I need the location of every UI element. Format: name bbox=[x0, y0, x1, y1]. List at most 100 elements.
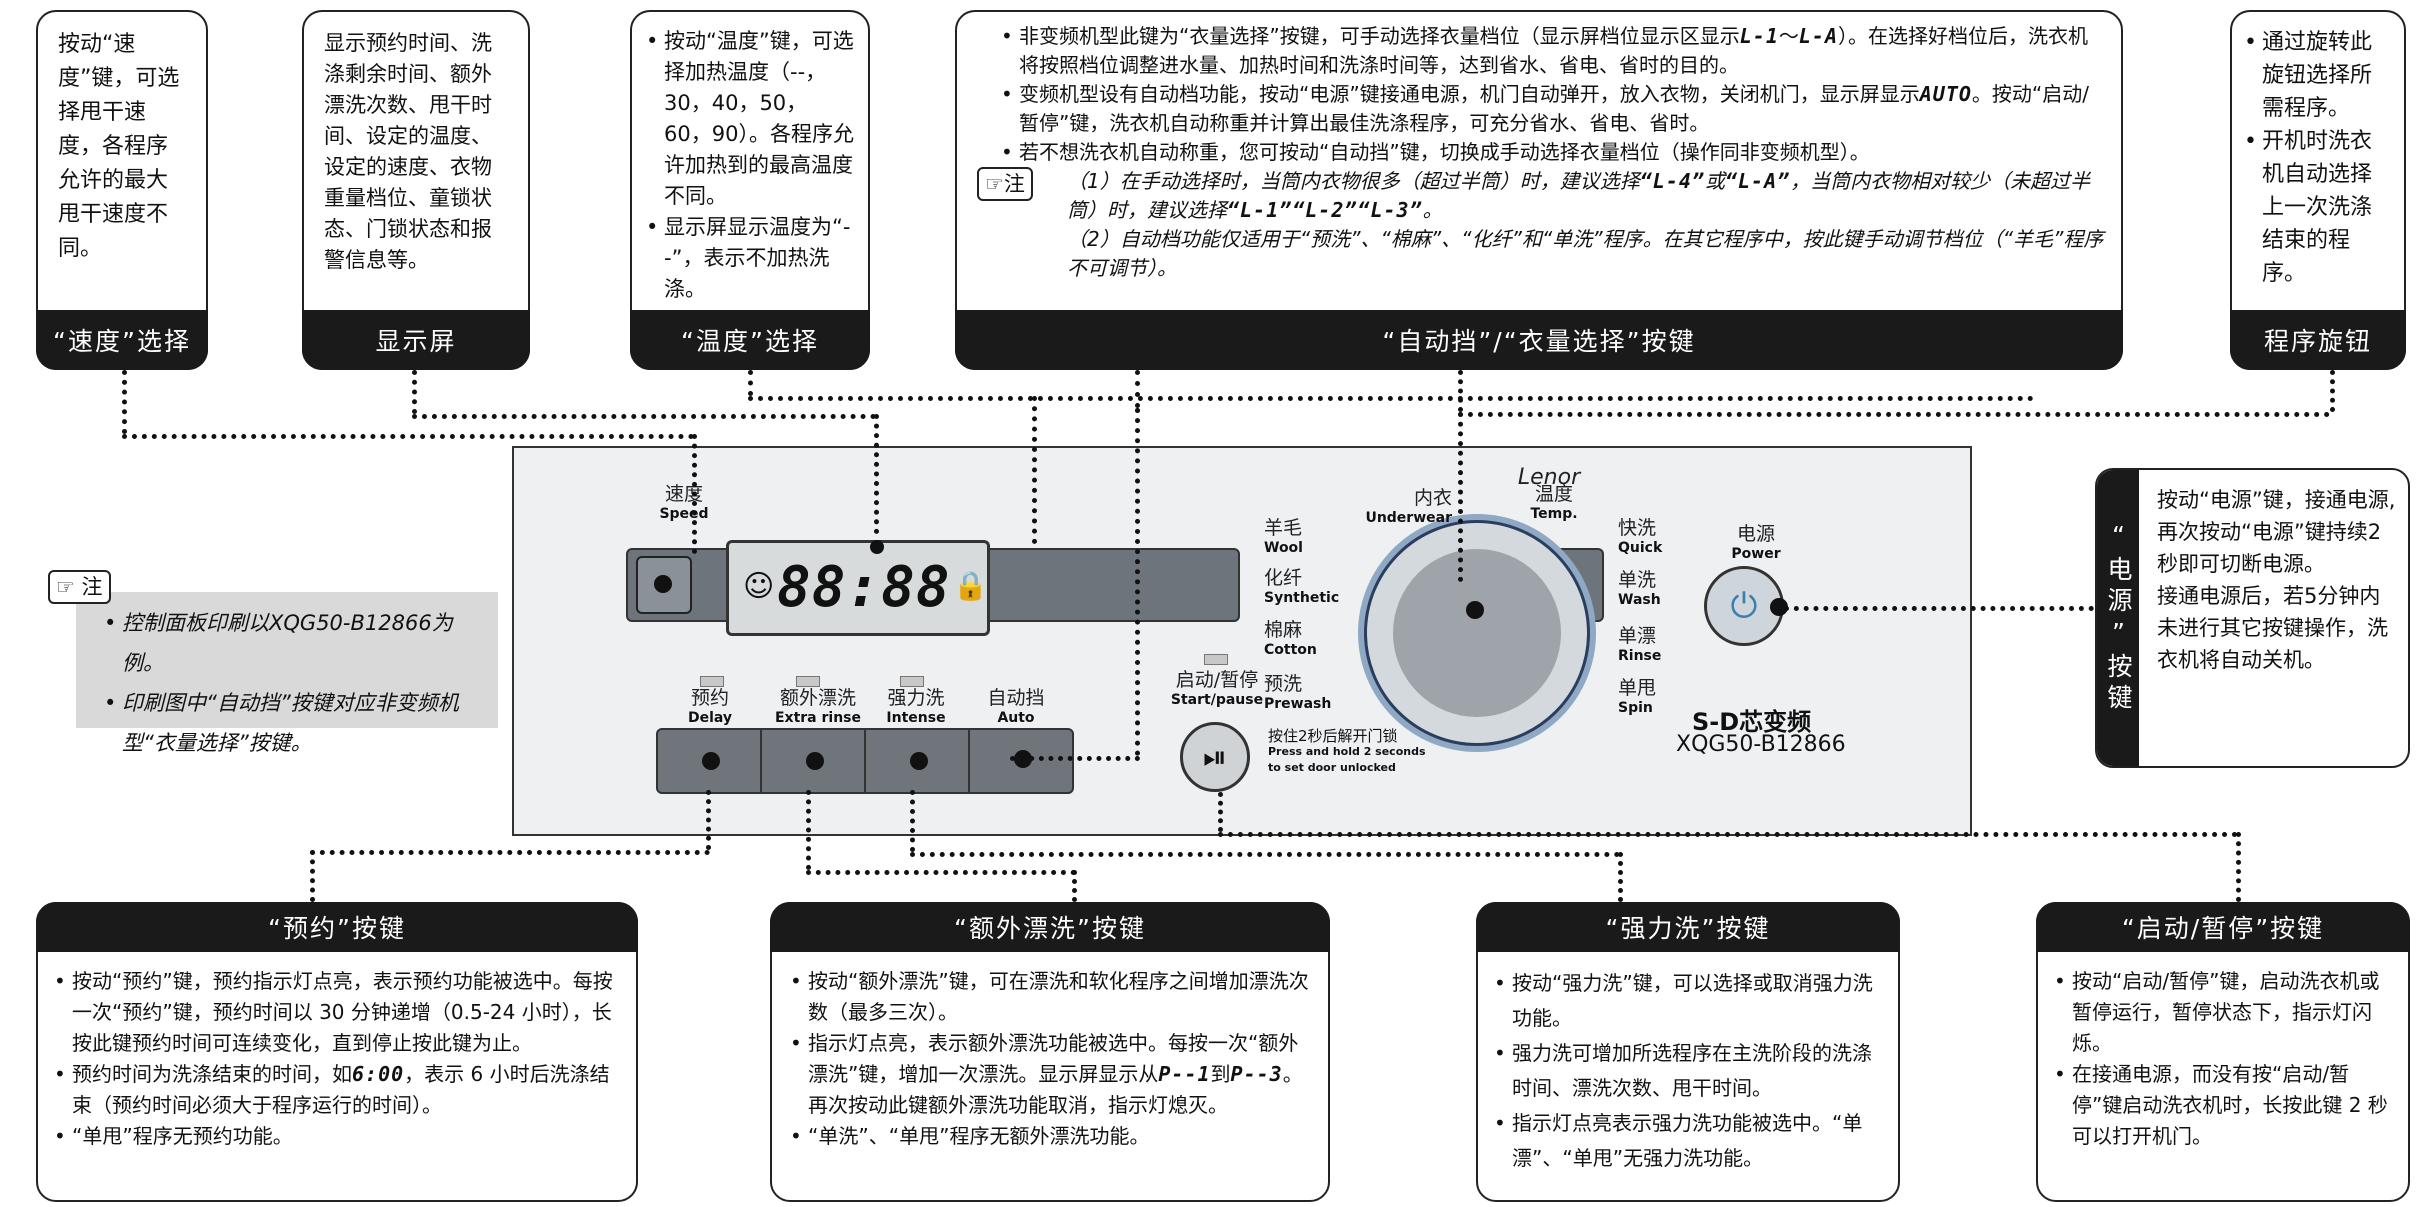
delay-card-title: “预约”按键 bbox=[36, 902, 638, 952]
list-item: 开机时洗衣机自动选择上一次洗涤结束的程序。 bbox=[2244, 125, 2392, 290]
list-item: 按动“额外漂洗”键，可在漂洗和软化程序之间增加漂洗次数（最多三次）。 bbox=[790, 966, 1310, 1028]
display-card-title: 显示屏 bbox=[302, 310, 530, 370]
list-item: 按动“预约”键，预约指示灯点亮，表示预约功能被选中。每按一次“预约”键，预约时间… bbox=[54, 966, 620, 1059]
program-card-title: 程序旋钮 bbox=[2230, 310, 2406, 370]
list-item: 若不想洗衣机自动称重，您可按动“自动挡”键，切换成手动选择衣量档位（操作同非变频… bbox=[1001, 138, 2105, 167]
rinse-card-title: “额外漂洗”按键 bbox=[770, 902, 1330, 952]
auto-card-list: 非变频机型此键为“衣量选择”按键，可手动选择衣量档位（显示屏档位显示区显示L-1… bbox=[977, 22, 2105, 167]
delay-card-list: 按动“预约”键，预约指示灯点亮，表示预约功能被选中。每按一次“预约”键，预约时间… bbox=[54, 966, 620, 1152]
power-card: “电源”按键 按动“电源”键，接通电源,再次按动“电源”键持续2秒即可切断电源。… bbox=[2095, 468, 2410, 768]
program-knob[interactable] bbox=[1364, 520, 1590, 746]
list-item: 非变频机型此键为“衣量选择”按键，可手动选择衣量档位（显示屏档位显示区显示L-1… bbox=[1001, 22, 2105, 80]
child-lock-icon: ☺ bbox=[743, 569, 775, 604]
lcd-screen: ☺ 88:88 🔒 bbox=[726, 540, 990, 636]
intense-card-title: “强力洗”按键 bbox=[1476, 902, 1900, 952]
note-icon: ☞ bbox=[985, 172, 1004, 196]
list-item: “单洗”、“单甩”程序无额外漂洗功能。 bbox=[790, 1121, 1310, 1152]
power-card-title: “电源”按键 bbox=[2097, 470, 2139, 766]
program-card: 通过旋转此旋钮选择所需程序。 开机时洗衣机自动选择上一次洗涤结束的程序。 程序旋… bbox=[2230, 10, 2406, 370]
power-button-dot bbox=[1770, 598, 1788, 616]
list-item: 通过旋转此旋钮选择所需程序。 bbox=[2244, 26, 2392, 125]
rinse-card-list: 按动“额外漂洗”键，可在漂洗和软化程序之间增加漂洗次数（最多三次）。 指示灯点亮… bbox=[790, 966, 1310, 1152]
speed-button[interactable] bbox=[636, 556, 692, 614]
list-item: 强力洗可增加所选程序在主洗阶段的洗涤时间、漂洗次数、甩干时间。 bbox=[1494, 1036, 1882, 1106]
brand-label: S-D芯变频 bbox=[1692, 708, 1812, 736]
speed-card: 按动“速度”键，可选择甩干速度，各程序允许的最大甩干速度不同。 “速度”选择 bbox=[36, 10, 208, 370]
list-item: 显示屏显示温度为“--”，表示不加热洗涤。 bbox=[646, 212, 854, 305]
list-item: 印刷图中“自动挡”按键对应非变频机型“衣量选择”按键。 bbox=[104, 683, 484, 763]
note-icon: ☞ bbox=[56, 575, 75, 599]
intense-card-list: 按动“强力洗”键，可以选择或取消强力洗功能。 强力洗可增加所选程序在主洗阶段的洗… bbox=[1494, 966, 1882, 1176]
list-item: 指示灯点亮表示强力洗功能被选中。“单漂”、“单甩”无强力洗功能。 bbox=[1494, 1106, 1882, 1176]
auto-note-1: （1）在手动选择时，当筒内衣物很多（超过半筒）时，建议选择“L-4”或“L-A”… bbox=[1067, 169, 2091, 222]
delay-card: “预约”按键 按动“预约”键，预约指示灯点亮，表示预约功能被选中。每按一次“预约… bbox=[36, 902, 638, 1202]
list-item: 按动“强力洗”键，可以选择或取消强力洗功能。 bbox=[1494, 966, 1882, 1036]
door-lock-icon: 🔒 bbox=[953, 569, 988, 602]
rinse-card: “额外漂洗”按键 按动“额外漂洗”键，可在漂洗和软化程序之间增加漂洗次数（最多三… bbox=[770, 902, 1330, 1202]
rinse-led bbox=[796, 676, 820, 687]
temp-card: 按动“温度”键，可选择加热温度（--，30，40，50，60，90）。各程序允许… bbox=[630, 10, 870, 370]
note-tag: ☞注 bbox=[977, 167, 1033, 201]
program-knob-pointer bbox=[1466, 601, 1484, 619]
auto-card-title: “自动挡”/“衣量选择”按键 bbox=[955, 310, 2123, 370]
temp-card-title: “温度”选择 bbox=[630, 310, 870, 370]
power-icon: ⏻ bbox=[1730, 586, 1758, 626]
door-hint: 按住2秒后解开门锁 Press and hold 2 seconds to se… bbox=[1268, 727, 1426, 774]
delay-button[interactable] bbox=[658, 730, 762, 792]
list-item: 预约时间为洗涤结束的时间，如6:00，表示 6 小时后洗涤结束（预约时间必须大于… bbox=[54, 1059, 620, 1121]
temp-card-list: 按动“温度”键，可选择加热温度（--，30，40，50，60，90）。各程序允许… bbox=[646, 26, 854, 305]
start-led bbox=[1204, 654, 1228, 665]
program-card-list: 通过旋转此旋钮选择所需程序。 开机时洗衣机自动选择上一次洗涤结束的程序。 bbox=[2244, 26, 2392, 290]
list-item: 在接通电源，而没有按“启动/暂停”键启动洗衣机时，长按此键 2 秒可以打开机门。 bbox=[2054, 1059, 2392, 1152]
lenor-logo: Lenor bbox=[1517, 465, 1581, 490]
start-card-list: 按动“启动/暂停”键，启动洗衣机或暂停运行，暂停状态下，指示灯闪烁。 在接通电源… bbox=[2054, 966, 2392, 1152]
play-pause-icon: ⏯ bbox=[1203, 739, 1227, 775]
speed-card-title: “速度”选择 bbox=[36, 310, 208, 370]
delay-led bbox=[700, 676, 724, 687]
list-item: 变频机型设有自动档功能，按动“电源”键接通电源，机门自动弹开，放入衣物，关闭机门… bbox=[1001, 80, 2105, 138]
speed-card-text: 按动“速度”键，可选择甩干速度，各程序允许的最大甩干速度不同。 bbox=[58, 32, 180, 261]
lcd-digits: 88:88 bbox=[777, 555, 951, 620]
list-item: 按动“启动/暂停”键，启动洗衣机或暂停运行，暂停状态下，指示灯闪烁。 bbox=[2054, 966, 2392, 1059]
auto-card: 非变频机型此键为“衣量选择”按键，可手动选择衣量档位（显示屏档位显示区显示L-1… bbox=[955, 10, 2123, 370]
left-note-list: 控制面板印刷以XQG50-B12866为例。 印刷图中“自动挡”按键对应非变频机… bbox=[104, 603, 484, 763]
display-button[interactable] bbox=[870, 540, 884, 554]
extra-rinse-button[interactable] bbox=[762, 730, 866, 792]
list-item: 指示灯点亮，表示额外漂洗功能被选中。每按一次“额外漂洗”键，增加一次漂洗。显示屏… bbox=[790, 1028, 1310, 1121]
program-knob-center bbox=[1393, 549, 1561, 717]
function-button-strip bbox=[656, 728, 1074, 794]
auto-note-2: （2）自动档功能仅适用于“预洗”、“棉麻”、“化纤”和“单洗”程序。在其它程序中… bbox=[1067, 227, 2104, 280]
power-card-text1: 按动“电源”键，接通电源,再次按动“电源”键持续2秒即可切断电源。 bbox=[2157, 488, 2396, 576]
left-note-tag: ☞ 注 bbox=[48, 570, 111, 604]
list-item: 按动“温度”键，可选择加热温度（--，30，40，50，60，90）。各程序允许… bbox=[646, 26, 854, 212]
display-card-text: 显示预约时间、洗涤剩余时间、额外漂洗次数、甩干时间、设定的温度、设定的速度、衣物… bbox=[324, 31, 492, 272]
display-card: 显示预约时间、洗涤剩余时间、额外漂洗次数、甩干时间、设定的温度、设定的速度、衣物… bbox=[302, 10, 530, 370]
intense-button[interactable] bbox=[866, 730, 970, 792]
start-pause-button[interactable]: ⏯ bbox=[1180, 722, 1250, 792]
auto-note: ☞注 （1）在手动选择时，当筒内衣物很多（超过半筒）时，建议选择“L-4”或“L… bbox=[977, 167, 2105, 283]
list-item: 控制面板印刷以XQG50-B12866为例。 bbox=[104, 603, 484, 683]
power-card-text2: 接通电源后，若5分钟内未进行其它按键操作，洗衣机将自动关机。 bbox=[2157, 584, 2388, 672]
auto-button[interactable] bbox=[970, 730, 1072, 792]
start-card-title: “启动/暂停”按键 bbox=[2036, 902, 2410, 952]
model-label: XQG50-B12866 bbox=[1676, 732, 1846, 757]
intense-led bbox=[900, 676, 924, 687]
